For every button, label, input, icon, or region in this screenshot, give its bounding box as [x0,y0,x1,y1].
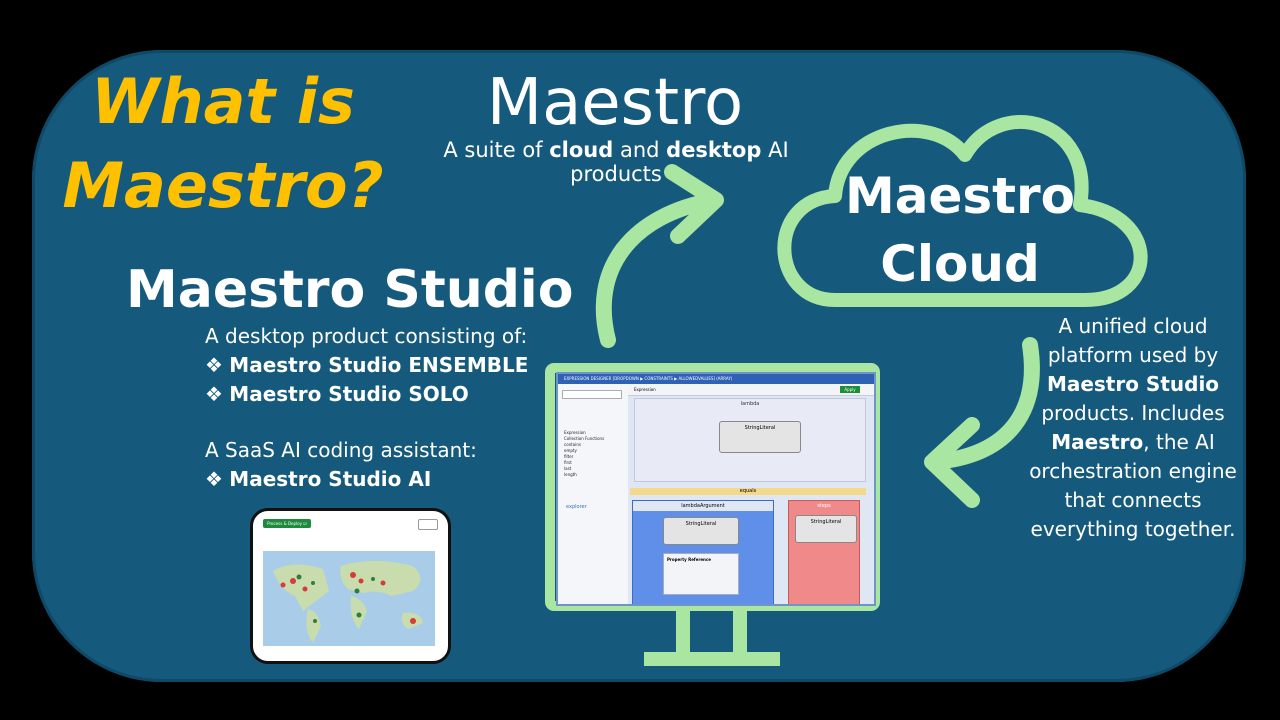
string-literal-node[interactable]: StringLiteral [795,515,857,543]
steps-title: steps [817,503,831,509]
equals-bar: equals [630,488,866,495]
subtitle-text: and [613,138,667,162]
node-title: StringLiteral [744,425,776,431]
world-map-shapes [273,561,423,643]
subtitle-cloud: cloud [549,138,614,162]
screen-title: EXPRESSION DESIGNER [DROPDOWN ▶ CONSTRAI… [558,374,874,384]
headline-line1: What is [91,65,355,138]
studio-item: ❖ Maestro Studio SOLO [205,380,565,409]
cloud-desc-text: A unified cloud platform used by [1047,314,1219,367]
cloud-icon [777,115,1148,307]
cloud-desc-bold: Maestro [1051,430,1144,454]
toolbar-label: Expression [634,387,656,392]
property-reference-title: Property Reference [667,557,711,562]
subtitle-desktop: desktop [666,138,762,162]
cloud-label-line2: Cloud [880,235,1040,293]
studio-title: Maestro Studio [126,260,574,320]
node-title: StringLiteral [810,519,842,525]
cloud-label-line1: Maestro [844,167,1076,225]
headline-line2: Maestro? [62,149,384,222]
explorer-tab[interactable]: explorer [566,504,587,510]
thumb-secondary-button[interactable] [418,519,438,530]
tree-item[interactable]: empty [564,448,577,453]
studio-item: ❖ Maestro Studio ENSEMBLE [205,351,565,380]
lambda-label: lambda [740,401,760,407]
tree-item[interactable]: Expression [564,430,586,435]
tree-item[interactable]: last [564,466,572,471]
sidebar-tree: Expression Collection Functions contains… [564,430,604,478]
cloud-desc-text: Includes [1141,401,1225,425]
lambda-argument-title: lambdaArgument [633,501,773,511]
screen-toolbar: Expression Apply [628,384,874,396]
cloud-desc-bold: Maestro Studio [1046,372,1220,396]
deploy-button[interactable]: Process & Deploy ☑ [263,519,311,528]
lambda-argument-box[interactable]: lambdaArgument StringLiteral Property Re… [632,500,774,604]
steps-box[interactable]: steps StringLiteral [788,500,860,604]
right-arrow-head [924,417,980,508]
cloud-desc-text: , the AI orchestration engine that conne… [1029,430,1237,541]
tree-item[interactable]: filter [564,454,574,459]
cloud-label: Maestro Cloud [820,162,1100,298]
monitor-stand-right [733,606,747,658]
subtitle-text: A suite of [443,138,550,162]
studio-item-label: Maestro Studio SOLO [229,382,469,406]
saas-item-label: Maestro Studio AI [229,467,432,491]
studio-description: A desktop product consisting of: ❖ Maest… [205,322,565,494]
sidebar-search-input[interactable] [562,390,622,399]
bullet-icon: ❖ [205,382,223,406]
lambda-area: lambda StringLiteral [634,398,866,482]
bullet-icon: ❖ [205,467,223,491]
screen-sidebar: Expression Collection Functions contains… [558,384,629,604]
subtitle-text: AI products [570,138,789,186]
right-curved-arrow [927,337,1040,470]
screen-canvas: Expression Apply lambda StringLiteral eq… [628,384,874,604]
monitor-base [644,652,780,666]
studio-item-label: Maestro Studio ENSEMBLE [229,353,529,377]
cloud-desc-text: products. [1041,401,1136,425]
monitor-stand-left [676,606,690,658]
cloud-description: A unified cloud platform used by Maestro… [1024,312,1242,544]
headline: What is Maestro? [58,60,388,228]
tree-item[interactable]: contains [564,442,581,447]
tree-item[interactable]: first [564,460,572,465]
tree-item[interactable]: length [564,472,577,477]
apply-button[interactable]: Apply [840,386,860,393]
saas-item: ❖ Maestro Studio AI [205,465,565,494]
node-title: StringLiteral [685,521,717,527]
string-literal-node[interactable]: StringLiteral [663,517,739,545]
studio-desc: A desktop product consisting of: [205,324,528,348]
maestro-title: Maestro [486,66,744,140]
left-arrow-head [664,164,724,244]
string-literal-node[interactable]: StringLiteral [719,421,801,453]
property-reference-node[interactable]: Property Reference [663,553,739,595]
tree-item[interactable]: Collection Functions [564,436,605,441]
map-thumbnail: Process & Deploy ☑ [250,508,451,664]
maestro-subtitle: A suite of cloud and desktop AI products [396,138,836,186]
saas-desc: A SaaS AI coding assistant: [205,438,477,462]
bullet-icon: ❖ [205,353,223,377]
world-map [263,551,435,646]
monitor-screen: EXPRESSION DESIGNER [DROPDOWN ▶ CONSTRAI… [556,372,876,606]
left-curved-arrow [595,192,723,348]
